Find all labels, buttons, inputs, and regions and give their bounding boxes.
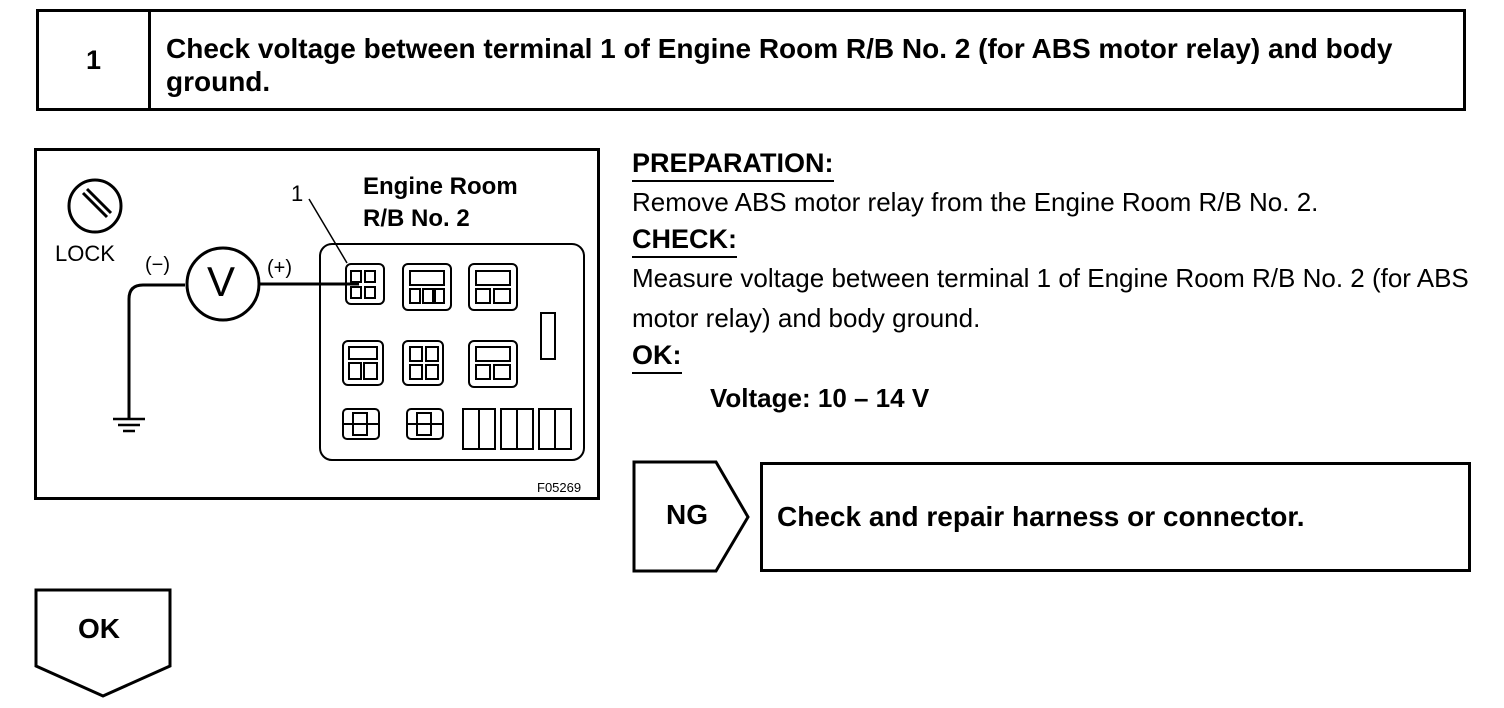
step-title: Check voltage between terminal 1 of Engi… [166, 33, 1393, 97]
ok-heading: OK: [632, 338, 682, 374]
box-title-line1: Engine Room [363, 173, 518, 200]
meter-label: V [207, 258, 236, 305]
ok-spec: Voltage: 10 – 14 V [710, 383, 930, 413]
check-text: Measure voltage between terminal 1 of En… [632, 263, 1469, 333]
ok-arrow-shape [34, 588, 172, 698]
check-heading: CHECK: [632, 222, 737, 258]
ground-wire [127, 283, 185, 419]
ng-action-text: Check and repair harness or connector. [777, 501, 1305, 532]
lock-label: LOCK [55, 241, 115, 266]
lock-icon [67, 178, 123, 234]
minus-label: (−) [145, 254, 170, 276]
wiring-figure: LOCK (−) V (+) 1 Engine Room R/B No. 2 F… [34, 148, 600, 500]
preparation-heading: PREPARATION: [632, 146, 834, 182]
figure-id: F05269 [537, 480, 582, 495]
ng-arrow-shape [632, 460, 750, 573]
ok-label: OK [78, 613, 120, 644]
wiring-diagram [67, 178, 585, 461]
ng-action-box: Check and repair harness or connector. [760, 462, 1471, 572]
preparation-text: Remove ABS motor relay from the Engine R… [632, 187, 1319, 217]
box-title-line2: R/B No. 2 [363, 205, 470, 232]
relay-block-diagram [319, 243, 585, 461]
plus-label: (+) [267, 257, 292, 279]
instructions: PREPARATION: Remove ABS motor relay from… [632, 146, 1492, 418]
terminal-label: 1 [291, 181, 304, 206]
terminal-leader [308, 198, 348, 264]
ground-icon [113, 417, 145, 433]
step-header: 1 Check voltage between terminal 1 of En… [36, 9, 1466, 111]
step-number: 1 [39, 12, 151, 108]
ng-label: NG [666, 499, 708, 530]
